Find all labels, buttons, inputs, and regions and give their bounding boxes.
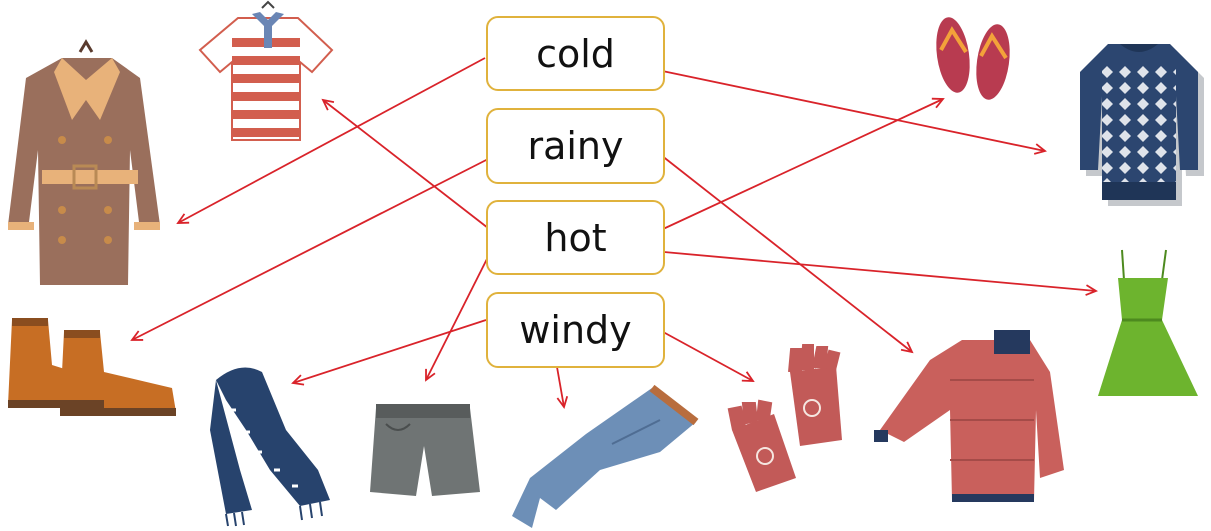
arrow-hot-polo [321, 98, 489, 229]
arrow-windy-scarf [291, 319, 487, 386]
flip-flops-icon [936, 17, 1010, 100]
polo-shirt-icon [198, 0, 334, 141]
jeans-icon [512, 384, 699, 528]
word-cold: cold [486, 16, 665, 91]
dress-icon [1098, 249, 1198, 396]
boots-icon [8, 318, 176, 416]
arrow-rainy-boots [130, 154, 497, 341]
arrows [130, 57, 1099, 409]
arrow-hot-flipflops [647, 97, 945, 237]
shorts-icon [370, 404, 480, 496]
arrow-cold-coat [176, 57, 486, 224]
trench-coat-icon [8, 39, 160, 285]
sweater-icon [1080, 44, 1204, 206]
word-hot: hot [486, 200, 665, 275]
jacket-icon [874, 330, 1064, 502]
word-rainy: rainy [486, 108, 665, 184]
arrow-windy-jeans [556, 366, 569, 409]
arrow-windy-gloves [653, 326, 755, 382]
arrow-rainy-jacket [651, 147, 914, 354]
arrow-hot-dress [663, 251, 1099, 296]
scarf-icon [210, 367, 330, 527]
arrow-cold-sweater [647, 67, 1047, 155]
arrow-hot-shorts [425, 244, 495, 382]
word-windy: windy [486, 292, 665, 368]
gloves-icon [727, 344, 842, 492]
